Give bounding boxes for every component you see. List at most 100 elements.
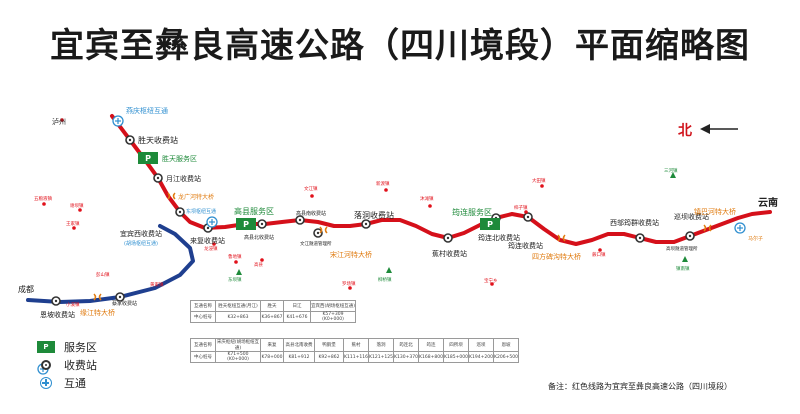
service-icon-text: P bbox=[145, 154, 151, 163]
bridge-icon bbox=[557, 234, 566, 242]
bridges bbox=[93, 192, 712, 301]
label-gaoxian-nan: 高县南收费站 bbox=[296, 210, 326, 217]
table-cell: 中心桩号 bbox=[190, 311, 216, 323]
table-cell: 宜宾西(胡场枢纽互通) bbox=[310, 300, 356, 312]
service-area-gaoxian[interactable] bbox=[236, 218, 256, 230]
table-cell: K194+200 bbox=[468, 351, 494, 363]
place-jiangkou: 蕨口镇 bbox=[592, 251, 606, 258]
label-interchange-right: 马尔子 bbox=[748, 235, 763, 242]
table-cell: 巡坝 bbox=[468, 338, 494, 352]
table-cell: 互通名称 bbox=[190, 338, 216, 352]
place-xiangzhen-a: 龙浸镇 bbox=[204, 245, 218, 252]
service-area-shengtian[interactable] bbox=[138, 152, 158, 164]
service-area-yunlian[interactable] bbox=[480, 218, 500, 230]
legend-row-interchange: 互通 bbox=[36, 374, 97, 392]
bridge-icon bbox=[93, 293, 102, 301]
legend-interchange-label: 互通 bbox=[64, 377, 86, 390]
place-liuqiao: 柳桥镇 bbox=[378, 276, 392, 283]
bridge-icon bbox=[319, 226, 328, 234]
service-icon-text: P bbox=[487, 220, 493, 229]
place-xiadu: 新渡镇 bbox=[376, 180, 390, 187]
label-yuejiang-toll: 月江收费站 bbox=[166, 174, 201, 183]
table-cell: K168+800 bbox=[418, 351, 444, 363]
table-cell: K121+125 bbox=[368, 351, 394, 363]
connector-route bbox=[26, 224, 195, 304]
legend: P 服务区 收费站 互通 bbox=[36, 338, 97, 392]
place-xiebao: 谢坝镇 bbox=[70, 202, 84, 209]
label-luodong-toll: 落洞收费站 bbox=[354, 210, 394, 220]
legend-row-service: P 服务区 bbox=[36, 338, 97, 356]
label-xunjiang-center: 高坝隧道管理所 bbox=[666, 245, 698, 252]
place-wenjiang: 文江镇 bbox=[304, 185, 318, 192]
label-enzhou-toll: 恩坡收费站 bbox=[40, 310, 75, 319]
table-cell: 互通名称 bbox=[190, 300, 216, 312]
label-jiaocun-toll: 蕉村收费站 bbox=[432, 249, 467, 258]
label-laifu-toll: 来复收费站 bbox=[190, 236, 225, 245]
place-ludi: 鲁地镇 bbox=[228, 253, 242, 260]
label-xunjiang-toll: 巡坝收费站 bbox=[674, 212, 709, 221]
place-donggou: 东坝镇 bbox=[228, 276, 242, 283]
place-pengshan: 彭山镇 bbox=[96, 271, 110, 278]
table-cell: K41+676 bbox=[283, 311, 311, 323]
table-cell: 胜天 bbox=[260, 300, 284, 312]
label-bridge-4: 镇巴河特大桥 bbox=[694, 207, 736, 216]
table-cell: K111+116 bbox=[343, 351, 369, 363]
legend-row-toll: 收费站 bbox=[36, 356, 97, 374]
place-luzhou: 泸州 bbox=[52, 117, 66, 126]
table-cell: K81+912 bbox=[283, 351, 315, 363]
service-icon-text: P bbox=[243, 220, 249, 229]
table-cell: 蕉村 bbox=[343, 338, 369, 352]
label-wenjiang-center: 文江隧道管理所 bbox=[300, 240, 332, 247]
table-row: 互通名称宋庆枢纽(胡场枢纽互通)来复高县北南收费鸭鹅堡蕉村落洞筠连北筠连四所坝巡… bbox=[190, 338, 519, 352]
map-note: 备注：红色线路为宜宾至彝良高速公路（四川境段） bbox=[548, 382, 732, 391]
place-wujiaozhen: 五粮液镇 bbox=[34, 195, 52, 202]
table-cell: 鸭鹅堡 bbox=[314, 338, 344, 352]
toll-station-icon bbox=[41, 360, 51, 370]
table-cell: 恩坡 bbox=[493, 338, 519, 352]
place-chengdu: 成都 bbox=[18, 284, 34, 294]
label-connector: 东坝枢纽互通 bbox=[186, 208, 216, 215]
table-cell: 高县北南收费 bbox=[283, 338, 315, 352]
table-cell: K206+500 bbox=[493, 351, 519, 363]
north-label: 北 bbox=[678, 123, 692, 139]
label-yunlian-toll: 筠连收费站 bbox=[508, 241, 543, 250]
label-yibin-west-toll: 宜宾西收费站 bbox=[120, 229, 162, 238]
label-bridge-5: 缘江特大桥 bbox=[80, 308, 115, 317]
map-title: 宜宾至彝良高速公路（四川境段）平面缩略图 bbox=[50, 26, 750, 66]
label-gaoxian-service: 高县服务区 bbox=[234, 206, 274, 216]
table-cell: 落洞 bbox=[368, 338, 394, 352]
table-cell: K92+862 bbox=[314, 351, 344, 363]
table-cell: 四所坝 bbox=[443, 338, 469, 352]
label-yunlian-north-toll: 筠连北收费站 bbox=[478, 233, 520, 242]
label-xiyan-toll: 西邬筠群收费站 bbox=[610, 218, 659, 227]
label-shengtian-service: 胜天服务区 bbox=[162, 154, 197, 163]
table-cell: 来复 bbox=[260, 338, 284, 352]
place-huangjia: 黄家镇 bbox=[150, 281, 164, 288]
place-gaoxian: 高县 bbox=[254, 261, 263, 268]
table-cell: 筠连北 bbox=[393, 338, 419, 352]
table-cell: K130+370 bbox=[393, 351, 419, 363]
table-interchange-2: 互通名称宋庆枢纽(胡场枢纽互通)来复高县北南收费鸭鹅堡蕉村落洞筠连北筠连四所坝巡… bbox=[190, 338, 519, 363]
place-luochang: 罗场镇 bbox=[342, 280, 356, 287]
place-xiaoxi: 小溪镇 bbox=[66, 301, 80, 308]
label-bridge-2: 宋江河特大桥 bbox=[330, 250, 372, 259]
place-dazhen: 大田镇 bbox=[532, 177, 546, 184]
table-cell: K78+000 bbox=[260, 351, 284, 363]
place-anzhen: 宝宁乡 bbox=[484, 277, 498, 284]
table-cell: 中心桩号 bbox=[190, 351, 216, 363]
place-yunnan: 云南 bbox=[758, 196, 778, 209]
interchange-icon bbox=[40, 377, 52, 389]
place-sanhe: 三河镇 bbox=[664, 167, 678, 174]
table-cell: K32+863 bbox=[215, 311, 261, 323]
main-route bbox=[110, 114, 772, 246]
table-cell: K57+309 (K0+000) bbox=[310, 311, 356, 323]
legend-service-label: 服务区 bbox=[64, 341, 97, 354]
table-cell: 胜天枢纽互通(月江) bbox=[215, 300, 261, 312]
small-green-markers bbox=[236, 172, 688, 275]
label-yibin-west-sub: (胡场枢纽互通) bbox=[124, 240, 158, 247]
service-area-icon: P bbox=[37, 341, 55, 353]
